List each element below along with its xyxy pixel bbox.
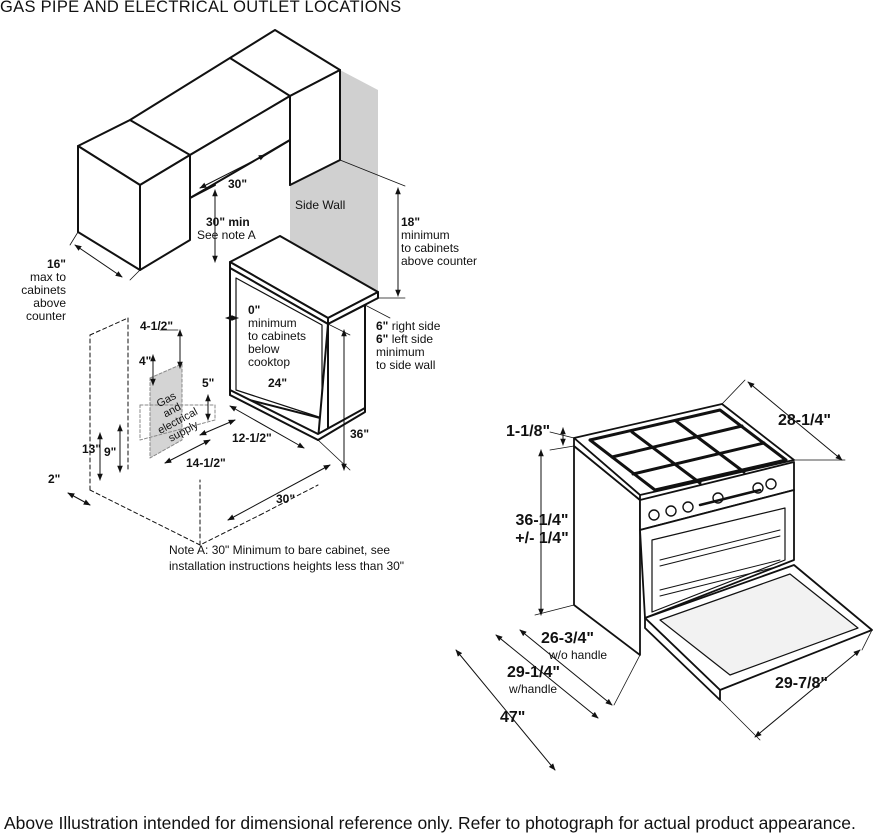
min-height-note: See note A xyxy=(197,228,256,242)
depth-no-handle-label: 26-3/4" xyxy=(541,630,594,647)
note-a: Note A: 30" Minimum to bare cabinet, see… xyxy=(169,542,404,574)
height-36-label: 36" xyxy=(350,427,370,441)
cabinet-width-label: 30" xyxy=(228,177,248,191)
below-clear-line-4: cooktop xyxy=(248,355,291,369)
note-a-line-2: installation instructions heights less t… xyxy=(169,559,405,573)
dim-13-label: 13" xyxy=(82,442,102,456)
page-title: GAS PIPE AND ELECTRICAL OUTLET LOCATIONS xyxy=(0,0,402,16)
side-wall-label: Side Wall xyxy=(295,198,346,212)
upper-depth-line-2: cabinets xyxy=(21,283,66,297)
dim-12-1-2-label: 12-1/2" xyxy=(232,431,272,445)
grate-height-label: 1-1/8" xyxy=(506,423,551,440)
upper-clear-line-3: above counter xyxy=(401,254,478,268)
below-clear-line-2: to cabinets xyxy=(248,329,307,343)
below-clear-value: 0" xyxy=(248,303,261,317)
dim-30-bottom-label: 30" xyxy=(276,492,296,506)
upper-clear-value: 18" xyxy=(401,215,421,229)
range-dimension-lines xyxy=(455,381,861,771)
side-wall-clear-line-1: minimum xyxy=(376,345,425,359)
note-a-line-1: Note A: 30" Minimum to bare cabinet, see xyxy=(169,543,391,557)
dim-2-label: 2" xyxy=(48,472,61,486)
range-extension-lines xyxy=(534,379,873,741)
door-open-depth-label: 47" xyxy=(500,709,526,726)
below-clear-line-1: minimum xyxy=(248,316,297,330)
side-wall-shade xyxy=(290,70,378,300)
side-left-label: 6" left side xyxy=(376,333,433,346)
dim-4-1-2-label: 4-1/2" xyxy=(140,319,174,333)
side-right-value: 6" xyxy=(376,319,389,333)
depth-no-handle-note: w/o handle xyxy=(549,648,608,662)
range-height-line-2: +/- 1/4" xyxy=(515,530,569,547)
install-extension-lines xyxy=(69,139,406,471)
dim-4-label: 4" xyxy=(139,354,152,368)
side-left-text: left side xyxy=(388,332,434,346)
upper-depth-value: 16" xyxy=(46,257,66,271)
depth-handle-label: 29-1/4" xyxy=(507,664,560,681)
dim-5-label: 5" xyxy=(202,376,215,390)
upper-depth-line-4: counter xyxy=(25,309,66,323)
footer-disclaimer: Above Illustration intended for dimensio… xyxy=(4,813,856,833)
min-height-label: 30" min xyxy=(206,215,250,229)
door-width-label: 29-7/8" xyxy=(775,675,828,692)
install-dimension-lines xyxy=(67,154,401,521)
oven-racks xyxy=(659,488,781,597)
range-body xyxy=(229,235,379,441)
range-width-label: 28-1/4" xyxy=(778,412,831,429)
upper-depth-line-3: above xyxy=(33,296,66,310)
depth-24-label: 24" xyxy=(268,376,288,390)
upper-clear-line-2: to cabinets xyxy=(401,241,460,255)
side-wall-clear-line-2: to side wall xyxy=(376,358,436,372)
side-right-label: 6" right side xyxy=(376,320,440,333)
dim-14-1-2-label: 14-1/2" xyxy=(186,456,226,470)
upper-depth-line-1: max to xyxy=(29,270,66,284)
depth-handle-note: w/handle xyxy=(509,682,558,696)
below-clear-line-3: below xyxy=(248,342,280,356)
range-height-line-1: 36-1/4" xyxy=(515,512,569,529)
upper-cabinets xyxy=(77,29,341,271)
side-left-value: 6" xyxy=(376,332,389,346)
dim-9-label: 9" xyxy=(104,445,117,459)
side-right-text: right side xyxy=(388,319,441,333)
upper-clear-line-1: minimum xyxy=(401,228,450,242)
